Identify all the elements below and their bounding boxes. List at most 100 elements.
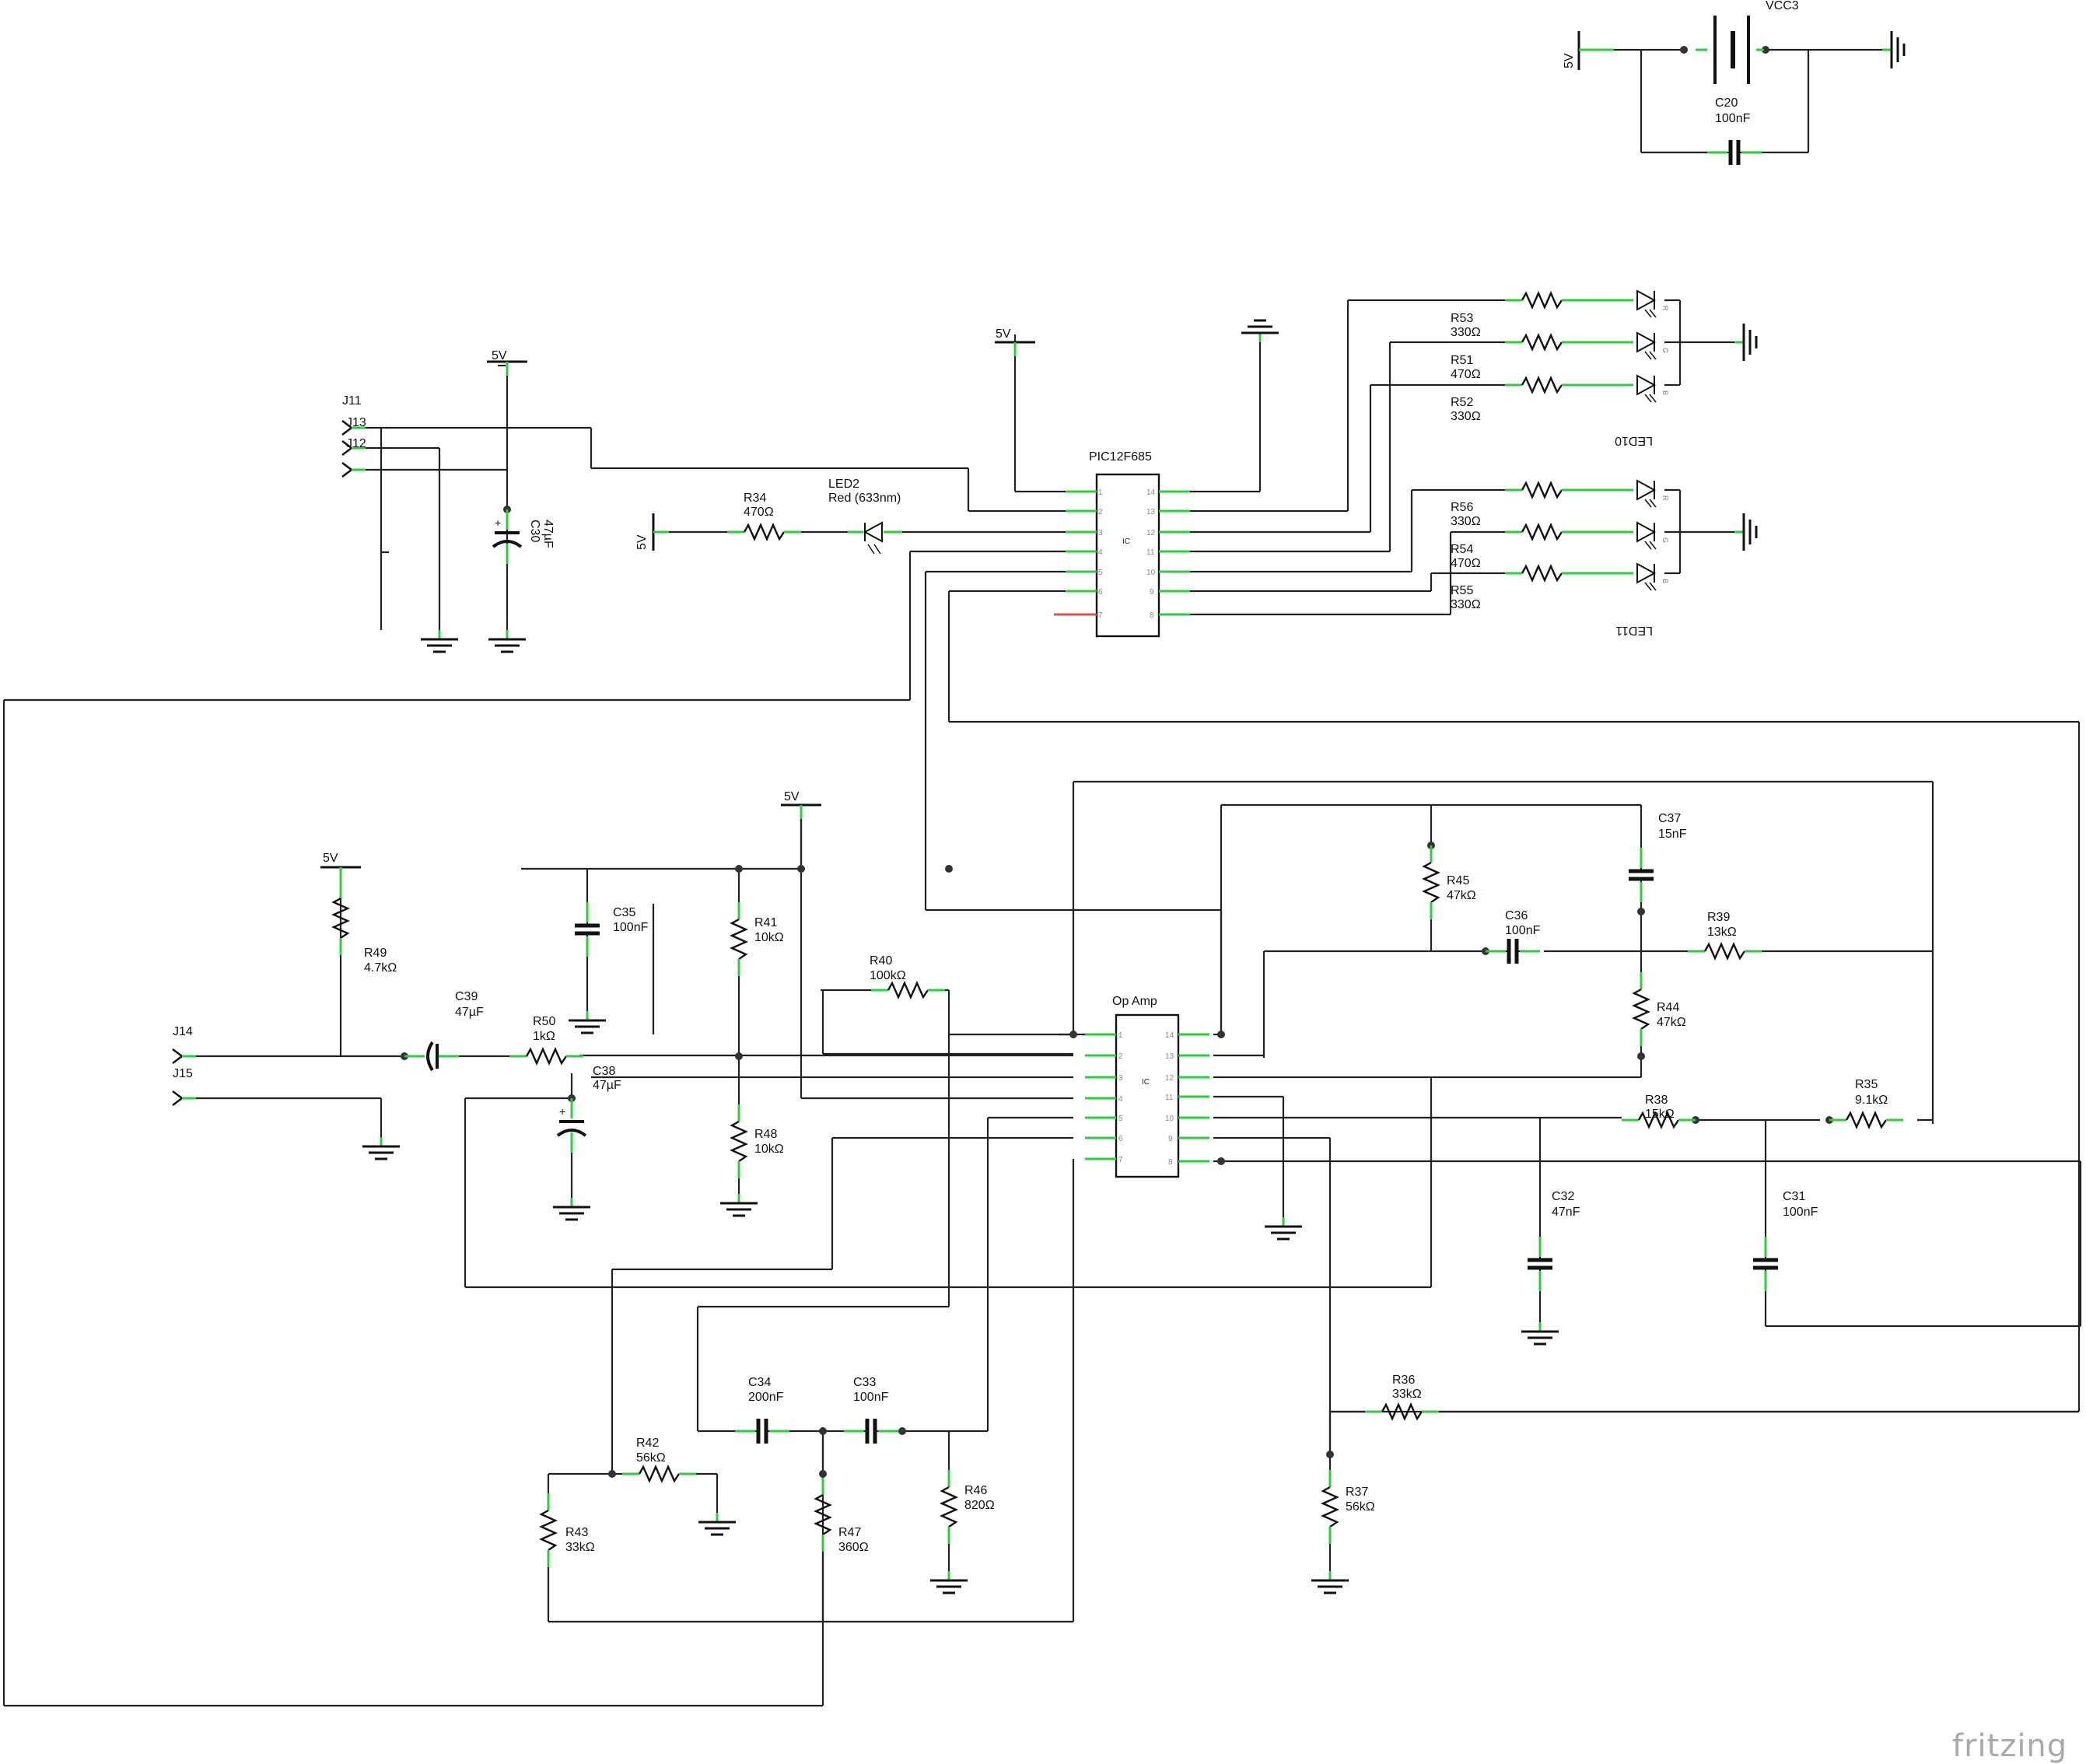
led11-ref: LED11 [1615,624,1653,637]
r34-value: 470Ω [744,506,774,519]
vcc-label-r49: 5V [323,852,338,865]
input-section: 5V C35 100nF R41 10kΩ R48 10kΩ R40 100kΩ… [171,790,947,1221]
pic-pin-4: 4 [1098,548,1103,557]
r45-value: 47kΩ [1447,889,1476,902]
vcc3-label: VCC3 [1766,0,1799,12]
r49-value: 4.7kΩ [364,961,397,975]
r50-value: 1kΩ [533,1030,555,1043]
c39-value: 47µF [455,1006,484,1019]
pic-pin-2: 2 [1098,508,1103,516]
c35-value: 100nF [613,921,649,934]
pic-chip: 5V PIC12F685 IC 1 2 3 4 5 6 7 14 13 12 1… [993,319,1280,638]
c36-value: 100nF [1505,924,1541,937]
r53-ref: R53 [1451,312,1473,325]
opamp-body-label: IC [1142,1078,1150,1087]
r40-value: 100kΩ [870,969,906,982]
junction-dots [401,46,1833,1478]
r46-value: 820Ω [964,1499,995,1512]
led11-g-letter: G [1661,537,1669,543]
vcc-label-pic: 5V [996,327,1011,341]
j12-ref: J12 [346,437,366,450]
r38-value: 15kΩ [1645,1108,1675,1121]
vcc-label-r34: 5V [635,534,649,550]
j11-ref: J11 [342,394,362,408]
r40-ref: R40 [870,954,892,968]
c33-ref: C33 [853,1376,876,1389]
c30-ref: C30 [528,520,541,542]
r38-ref: R38 [1645,1094,1668,1107]
led11-section: R G B LED11 R56 330Ω R54 470Ω R55 330Ω [1451,480,1758,637]
vcc-label-bias: 5V [784,790,800,803]
r37-ref: R37 [1346,1486,1368,1499]
c35-ref: C35 [613,906,635,919]
r56-value: 330Ω [1451,515,1481,528]
pic-pin-11: 11 [1146,548,1155,557]
opamp-pin-4: 4 [1118,1095,1123,1104]
c39-ref: C39 [455,990,478,1003]
pic-pin-9: 9 [1150,588,1154,597]
r41-ref: R41 [754,916,777,929]
vcc3-battery: VCC3 C20 100nF 5V [1563,0,1906,165]
r45-ref: R45 [1447,874,1469,887]
c37-value: 15nF [1658,828,1687,841]
pic-pin-13: 13 [1146,508,1156,516]
c32-value: 47nF [1552,1206,1580,1219]
pic-pin-6: 6 [1098,588,1103,597]
r47-value: 360Ω [838,1541,869,1554]
wires [2,48,2082,1707]
j15-ref: J15 [173,1067,193,1080]
c37-ref: C37 [1658,812,1681,825]
opamp-pin-8: 8 [1168,1158,1173,1167]
led10-section: R G B LED10 R53 330Ω R51 470Ω R52 330Ω [1451,290,1758,447]
r55-value: 330Ω [1451,598,1481,611]
bottom-network: R42 56kΩ R43 33kΩ C34 200nF C33 100nF R4… [540,1376,995,1594]
opamp-chip: Op Amp IC 1 2 3 4 5 6 7 14 13 12 11 10 9 [1085,995,1304,1241]
j13-ref: J13 [346,416,366,429]
r34-ref: R34 [744,492,766,505]
pic-body-label: IC [1122,537,1130,546]
pic-ref: PIC12F685 [1089,450,1152,464]
pic-pin-3: 3 [1098,529,1103,537]
opamp-pin-10: 10 [1165,1115,1174,1123]
led10-ref: LED10 [1615,434,1653,447]
r36-value: 33kΩ [1392,1388,1422,1401]
r42-value: 56kΩ [636,1451,666,1465]
opamp-pin-2: 2 [1118,1052,1123,1061]
led2-section: 5V R34 470Ω LED2 Red (633nm) [635,478,902,555]
r53-value: 330Ω [1451,326,1481,339]
c36-ref: C36 [1505,909,1528,922]
r56-ref: R56 [1451,501,1473,514]
led2-value: Red (633nm) [828,492,901,505]
r46-ref: R46 [964,1484,987,1497]
opamp-pin-6: 6 [1118,1135,1123,1143]
r35-ref: R35 [1855,1078,1878,1091]
opamp-pin-lines [1085,1033,1209,1163]
led10-g-letter: G [1661,348,1669,353]
c20-ref: C20 [1715,96,1738,110]
c33-value: 100nF [853,1391,889,1404]
c38-ref: C38 [593,1065,615,1078]
opamp-pin-11: 11 [1165,1094,1174,1102]
r39-value: 13kΩ [1707,926,1737,939]
opamp-pin-14: 14 [1165,1031,1174,1040]
j11-section: 5V C30 47µF J11 J13 J12 [341,349,555,653]
opamp-pin-3: 3 [1118,1074,1123,1083]
r52-value: 330Ω [1451,410,1481,423]
r44-ref: R44 [1657,1001,1679,1014]
r41-value: 10kΩ [754,931,784,944]
c38-value: 47µF [593,1079,621,1092]
r37-value: 56kΩ [1346,1500,1375,1514]
pic-body [1095,473,1160,638]
pic-pin-10: 10 [1146,569,1156,577]
pic-pin-14: 14 [1146,488,1156,497]
pic-pin-7: 7 [1098,611,1103,620]
pic-pin-lines [1066,490,1190,616]
r36-ref: R36 [1392,1374,1415,1387]
c34-ref: C34 [748,1376,771,1389]
opamp-pin-9: 9 [1168,1135,1173,1143]
c31-value: 100nF [1783,1206,1818,1219]
fritzing-logo: fritzing [1952,1728,2067,1764]
r48-ref: R48 [754,1128,777,1141]
c20-value: 100nF [1715,112,1751,125]
c31-ref: C31 [1783,1190,1805,1203]
